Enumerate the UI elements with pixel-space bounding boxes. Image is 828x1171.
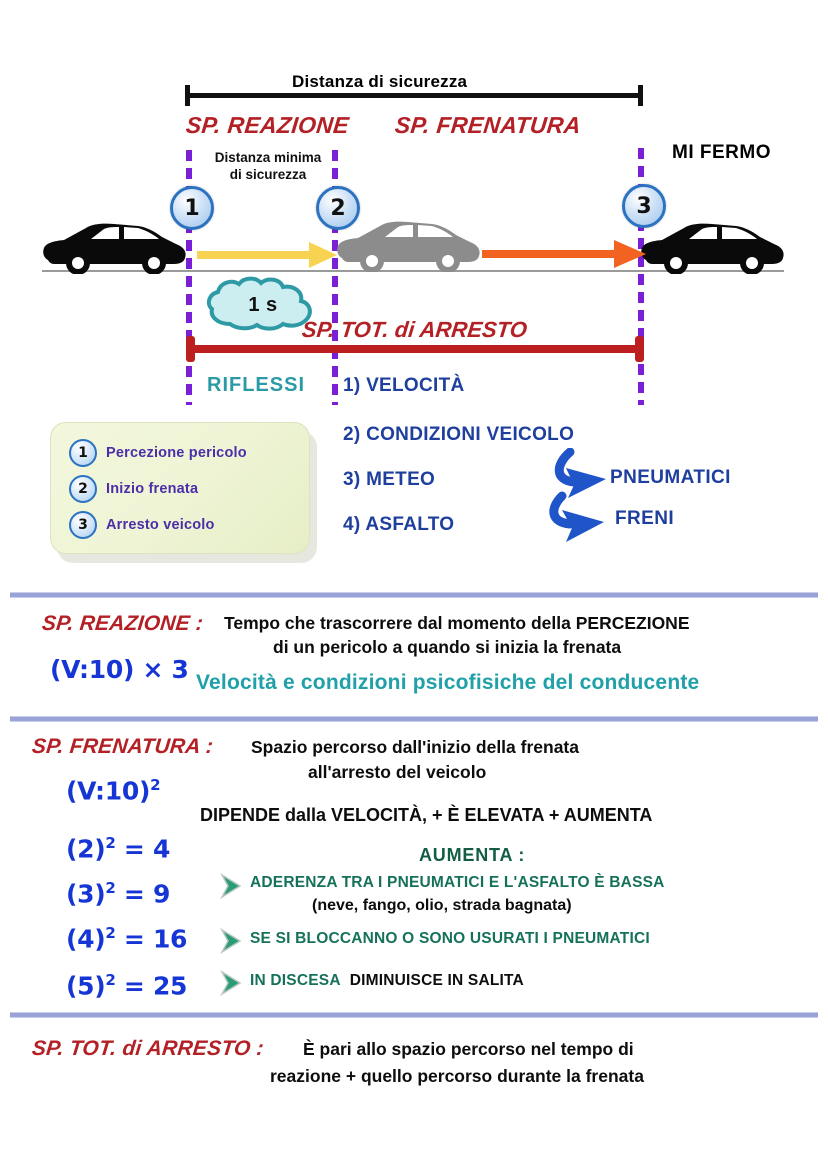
branch-label-tires: PNEUMATICI bbox=[610, 467, 731, 488]
divider-3 bbox=[10, 1012, 818, 1018]
example-base-3: (4) bbox=[66, 924, 106, 954]
formula-exponent: 2 bbox=[150, 776, 161, 794]
legend-label-3: Arresto veicolo bbox=[106, 517, 215, 533]
section-braking-formula: (V:10)2 bbox=[66, 776, 161, 806]
divider-1 bbox=[10, 592, 818, 598]
bullet-arrow-icon-1 bbox=[220, 873, 242, 899]
factor-item-1: 1) VELOCITÀ bbox=[343, 375, 465, 396]
section-reaction-note: Velocità e condizioni psicofisiche del c… bbox=[196, 671, 700, 694]
section-braking-depends: DIPENDE dalla VELOCITÀ, + È ELEVATA + AU… bbox=[200, 805, 653, 825]
formula-base: (V:10) bbox=[66, 776, 151, 806]
example-exp-1: 2 bbox=[105, 834, 116, 852]
section-braking-title: SP. FRENATURA : bbox=[30, 735, 215, 758]
example-square-2: (3)2 = 9 bbox=[66, 879, 170, 908]
section-reaction-title: SP. REAZIONE : bbox=[40, 612, 205, 635]
braking-arrow-icon bbox=[482, 240, 646, 268]
total-stopping-bar-cap-right bbox=[635, 336, 644, 362]
example-result-2: = 9 bbox=[123, 879, 171, 909]
section-reaction-desc-line2: di un pericolo a quando si inizia la fre… bbox=[273, 637, 622, 657]
example-result-1: = 4 bbox=[123, 834, 171, 864]
factor-item-3: 3) METEO bbox=[343, 469, 436, 490]
section-braking-desc-line2: all'arresto del veicolo bbox=[308, 762, 487, 782]
section-total-stop-desc-line2: reazione + quello percorso durante la fr… bbox=[270, 1066, 644, 1086]
section-total-stop-title: SP. TOT. di ARRESTO : bbox=[30, 1037, 265, 1060]
car-icon-black-stopped bbox=[641, 223, 784, 274]
example-base-4: (5) bbox=[66, 971, 106, 1001]
bullet-text-1: ADERENZA TRA I PNEUMATICI E L'ASFALTO È … bbox=[250, 874, 665, 891]
marker-circle-2: 2 bbox=[316, 186, 360, 230]
example-square-4: (5)2 = 25 bbox=[66, 971, 187, 1000]
reflexes-label: RIFLESSI bbox=[207, 374, 306, 396]
safety-distance-bar-cap-left bbox=[185, 85, 190, 106]
bullet-text-3-green: IN DISCESA bbox=[250, 972, 341, 989]
example-base-1: (2) bbox=[66, 834, 106, 864]
section-reaction-desc-line1: Tempo che trascorrere dal momento della … bbox=[224, 613, 690, 633]
total-stopping-bar-cap-left bbox=[186, 336, 195, 362]
bullet-arrow-icon-2 bbox=[220, 928, 242, 954]
section-reaction-formula: (V:10) × 3 bbox=[50, 655, 189, 684]
reaction-arrow-icon bbox=[197, 242, 337, 268]
example-exp-2: 2 bbox=[105, 879, 116, 897]
bullet-text-3-black: DIMINUISCE IN SALITA bbox=[349, 972, 524, 989]
legend-item-1: 1 Percezione pericolo bbox=[69, 439, 247, 467]
marker-circle-1: 1 bbox=[170, 186, 214, 230]
section-total-stop-desc-line1: È pari allo spazio percorso nel tempo di bbox=[303, 1039, 634, 1059]
total-stopping-distance-bar bbox=[186, 345, 644, 353]
legend-label-1: Percezione pericolo bbox=[106, 445, 247, 461]
legend-item-2: 2 Inizio frenata bbox=[69, 475, 198, 503]
minimum-distance-line1: Distanza minima bbox=[214, 150, 322, 165]
example-square-3: (4)2 = 16 bbox=[66, 924, 187, 953]
minimum-distance-label: Distanza minima di sicurezza bbox=[198, 150, 338, 184]
reaction-time-cloud: 1 s bbox=[204, 276, 322, 339]
legend-marker-2: 2 bbox=[69, 475, 97, 503]
braking-distance-label: SP. FRENATURA bbox=[393, 112, 583, 138]
legend-marker-1: 1 bbox=[69, 439, 97, 467]
legend-item-3: 3 Arresto veicolo bbox=[69, 511, 215, 539]
reaction-time-value: 1 s bbox=[248, 293, 278, 316]
total-stopping-distance-label: SP. TOT. di ARRESTO bbox=[300, 317, 529, 342]
branch-arrows-icon bbox=[549, 448, 606, 542]
safety-distance-diagram: Distanza di sicurezza SP. REAZIONE SP. F… bbox=[0, 0, 828, 585]
example-result-3: = 16 bbox=[123, 924, 188, 954]
divider-2 bbox=[10, 716, 818, 722]
car-icon-gray-middle bbox=[337, 221, 480, 272]
section-braking-desc-line1: Spazio percorso dall'inizio della frenat… bbox=[251, 737, 579, 757]
legend-box: 1 Percezione pericolo 2 Inizio frenata 3… bbox=[50, 422, 310, 554]
safety-distance-bar-cap-right bbox=[638, 85, 643, 106]
example-exp-4: 2 bbox=[105, 971, 116, 989]
example-base-2: (3) bbox=[66, 879, 106, 909]
diagram-top-label: Distanza di sicurezza bbox=[292, 72, 468, 91]
stop-point-label: MI FERMO bbox=[672, 142, 771, 163]
example-square-1: (2)2 = 4 bbox=[66, 834, 170, 863]
legend-label-2: Inizio frenata bbox=[106, 481, 199, 497]
safety-distance-bar bbox=[185, 93, 643, 98]
branch-label-brakes: FRENI bbox=[615, 508, 674, 529]
factor-item-4: 4) ASFALTO bbox=[343, 514, 455, 535]
minimum-distance-line2: di sicurezza bbox=[229, 166, 307, 182]
cloud-icon bbox=[206, 276, 312, 331]
bullet-text-3: IN DISCESA DIMINUISCE IN SALITA bbox=[250, 972, 524, 990]
car-icon-black-start bbox=[43, 223, 186, 274]
road-line bbox=[42, 270, 784, 272]
bullet-subtext-1: (neve, fango, olio, strada bagnata) bbox=[312, 897, 572, 914]
marker-circle-3: 3 bbox=[622, 184, 666, 228]
bullet-text-2: SE SI BLOCCANNO O SONO USURATI I PNEUMAT… bbox=[250, 930, 650, 947]
legend-marker-3: 3 bbox=[69, 511, 97, 539]
bullet-arrow-icon-3 bbox=[220, 970, 242, 996]
factor-item-2: 2) CONDIZIONI VEICOLO bbox=[343, 424, 575, 445]
example-exp-3: 2 bbox=[105, 924, 116, 942]
dashed-marker-line-2 bbox=[332, 150, 338, 405]
dashed-marker-line-1 bbox=[186, 150, 192, 405]
example-result-4: = 25 bbox=[123, 971, 188, 1001]
reaction-distance-label: SP. REAZIONE bbox=[184, 112, 351, 138]
dashed-marker-line-3 bbox=[638, 148, 644, 405]
aumenta-header: AUMENTA : bbox=[419, 845, 526, 865]
